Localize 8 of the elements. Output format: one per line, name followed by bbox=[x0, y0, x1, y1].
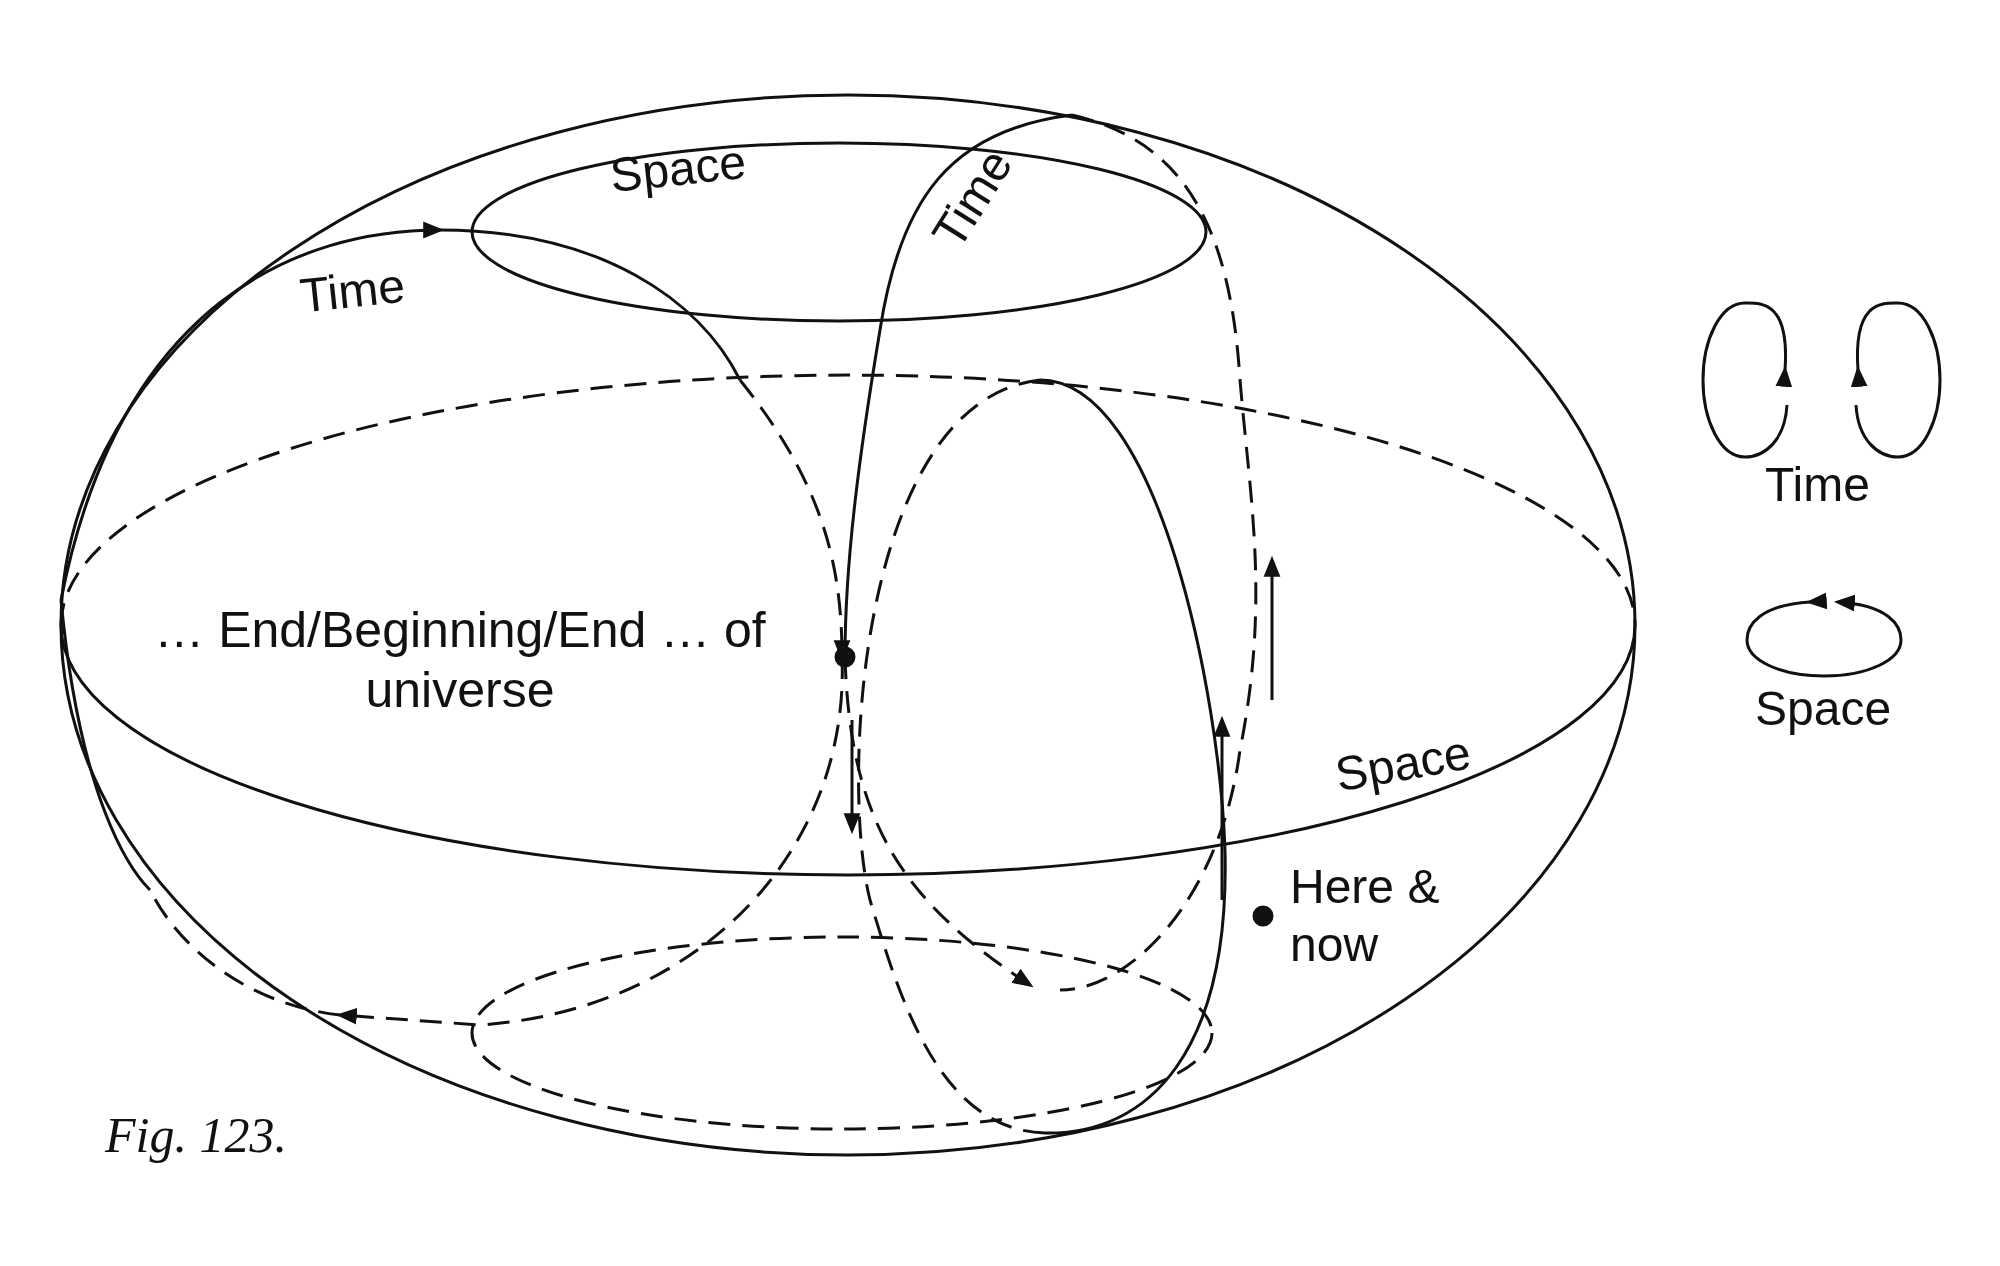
space-label: Space bbox=[1331, 724, 1476, 804]
time-label: Time bbox=[297, 257, 408, 325]
figure-caption: Fig. 123. bbox=[105, 1106, 287, 1165]
legend-text: Time bbox=[1765, 457, 1870, 513]
here-now-label: Here & now bbox=[1290, 859, 1441, 973]
space-label: Space bbox=[607, 134, 749, 204]
universe-end-label: … End/Beginning/End … of universe bbox=[153, 601, 767, 720]
legend-text: Space bbox=[1755, 681, 1892, 737]
